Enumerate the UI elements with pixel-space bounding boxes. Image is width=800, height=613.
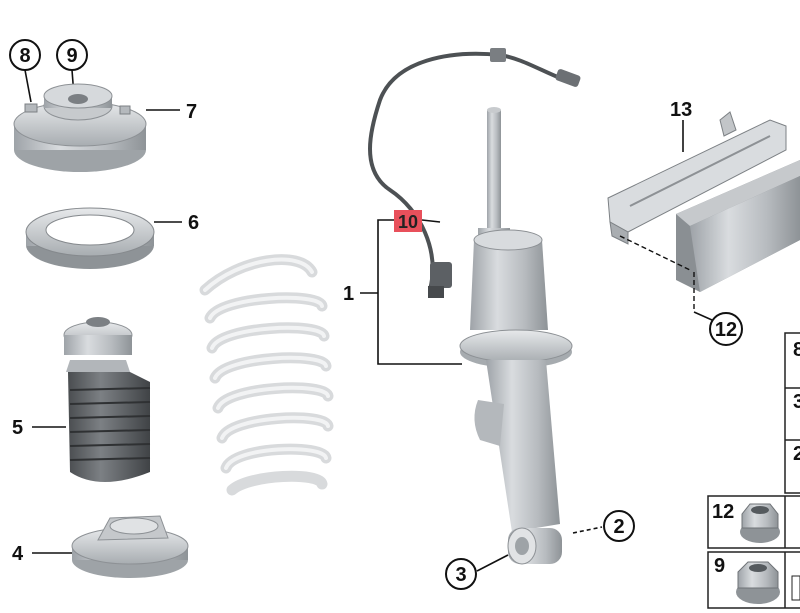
mounting-bracket-part [607, 111, 787, 245]
shock-absorber-part [459, 107, 573, 565]
callout-2: 2 [603, 510, 635, 542]
bearing-ring-part [25, 207, 155, 269]
top-mount-part [13, 83, 147, 172]
legend-row-label: 9 [714, 555, 725, 577]
callout-1: 1 [343, 283, 354, 305]
callout-10-highlight: 10 [394, 210, 422, 232]
bump-stop-boot-part [63, 317, 151, 482]
callout-6: 6 [188, 212, 199, 234]
legend-edge-digit: 8 [793, 339, 800, 361]
coil-spring-part [199, 254, 334, 496]
spring-pad-part [71, 515, 189, 578]
callout-9: 9 [56, 39, 88, 71]
callout-7: 7 [186, 101, 197, 123]
control-unit-part [676, 160, 800, 292]
callout-8: 8 [9, 39, 41, 71]
svg-text:10: 10 [398, 212, 418, 232]
sensor-plug [428, 262, 452, 298]
callout-12: 12 [709, 312, 743, 346]
svg-text:2: 2 [613, 516, 624, 538]
cable-connector [490, 48, 581, 87]
hex-nut-icon [736, 561, 780, 604]
legend-row-label: 12 [712, 501, 734, 523]
svg-text:12: 12 [715, 319, 737, 341]
flange-nut-icon [740, 503, 780, 543]
legend-edge-digit: 2 [793, 443, 800, 465]
legend-edge-digit: 3 [793, 391, 800, 413]
legend-table: 8 3 2 12 9 [707, 332, 800, 609]
callout-4: 4 [12, 543, 24, 565]
callout-3: 3 [445, 558, 477, 590]
svg-text:3: 3 [455, 564, 466, 586]
svg-text:8: 8 [19, 45, 30, 67]
callout-13: 13 [670, 99, 692, 121]
callout-5: 5 [12, 417, 23, 439]
svg-text:9: 9 [66, 45, 77, 67]
